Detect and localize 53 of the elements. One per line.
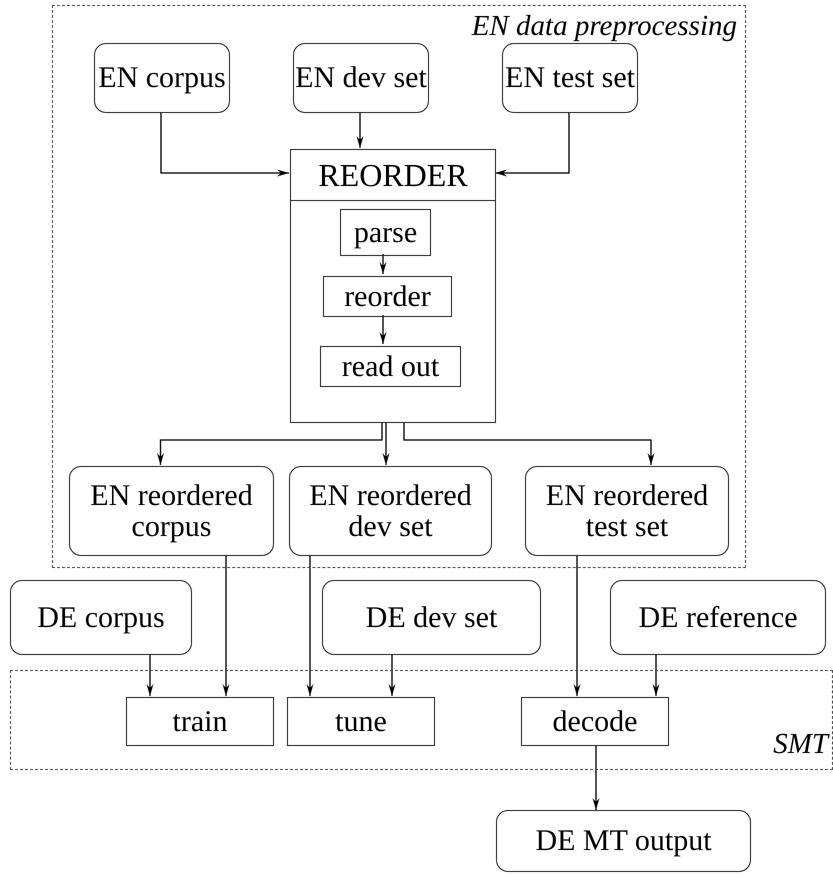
rounded-box (496, 810, 751, 872)
arrow (574, 555, 580, 696)
process-box (340, 209, 431, 256)
process-box (521, 697, 669, 746)
rounded-box (610, 580, 826, 655)
arrow (160, 112, 289, 176)
process-box (126, 697, 274, 746)
box-heading: REORDER (291, 150, 495, 201)
arrow (157, 422, 383, 465)
box-label: read out (342, 350, 440, 382)
box-label: parse (354, 216, 418, 248)
rounded-box (10, 580, 192, 655)
box-label: EN reordered test set (544, 480, 710, 542)
box-label: DE MT output (535, 825, 712, 857)
rounded-box (502, 43, 638, 113)
box-label: EN test set (505, 62, 635, 94)
rounded-box (293, 43, 429, 113)
arrow (380, 315, 386, 344)
rounded-box (69, 466, 274, 556)
box-label: EN reordered corpus (89, 480, 254, 542)
arrow (382, 422, 390, 465)
box-label: EN dev set (295, 62, 427, 94)
box-label: DE reference (638, 602, 798, 634)
group-frame (10, 670, 833, 770)
group-frame (52, 5, 746, 568)
group-label: SMT (773, 728, 828, 761)
rounded-box (94, 43, 230, 113)
rounded-box (289, 466, 492, 556)
arrow (652, 655, 660, 696)
box-label: tune (335, 706, 387, 738)
arrow (380, 254, 386, 274)
arrow (403, 422, 654, 465)
arrow (222, 555, 230, 696)
box-label: EN corpus (98, 62, 226, 94)
box-label: reorder (344, 280, 431, 312)
process-box (320, 346, 461, 387)
box-label: decode (552, 706, 638, 738)
box-label: DE dev set (366, 602, 498, 634)
process-box (323, 276, 452, 317)
arrow (592, 745, 600, 810)
process-box (287, 697, 435, 746)
process-container (290, 149, 496, 423)
arrow (356, 112, 364, 148)
rounded-box (525, 466, 729, 556)
arrow (146, 655, 154, 696)
group-label: EN data preprocessing (472, 10, 737, 43)
arrow (306, 555, 314, 696)
box-label: EN reordered dev set (308, 480, 473, 542)
box-label: train (172, 706, 228, 738)
rounded-box (322, 580, 541, 655)
arrow (495, 112, 570, 176)
arrow (388, 655, 396, 696)
box-label: DE corpus (37, 602, 165, 634)
